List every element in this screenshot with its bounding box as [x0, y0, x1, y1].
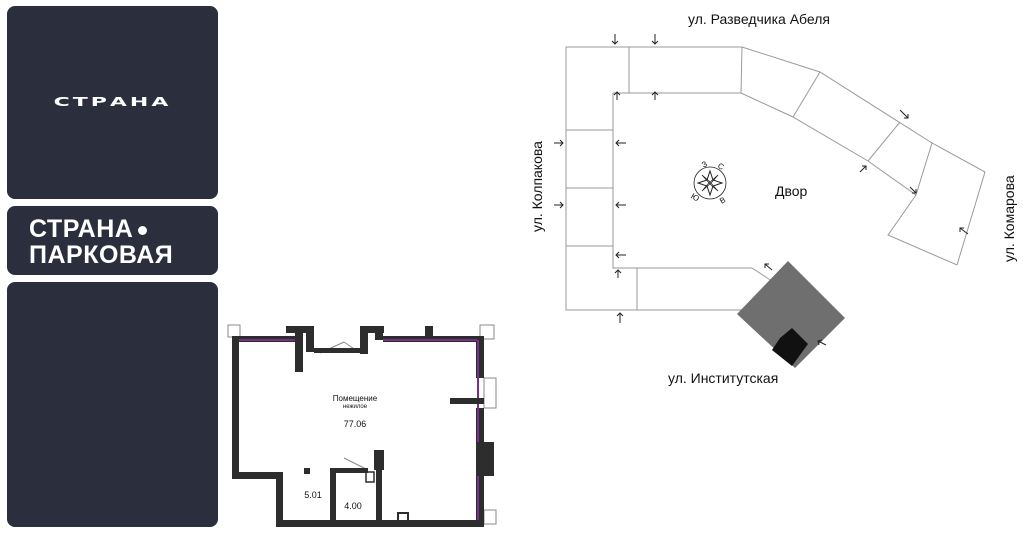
- room-subtitle: нежилое: [342, 404, 368, 410]
- street-bottom-label: ул. Институтская: [668, 370, 779, 386]
- room-title: Помещение: [332, 394, 378, 403]
- project-name-line1: СТРАНА: [29, 216, 148, 242]
- room-area: 77.06: [343, 419, 367, 429]
- blank-card: [7, 282, 218, 527]
- floor-plan: [227, 324, 497, 527]
- project-name-line2: ПАРКОВАЯ: [29, 241, 174, 269]
- street-top-label: ул. Разведчика Абеля: [688, 11, 830, 27]
- street-right-label: ул. Комарова: [1001, 175, 1017, 262]
- entrance-arrows: [554, 34, 969, 346]
- project-name-card: СТРАНА ПАРКОВАЯ: [7, 206, 218, 275]
- yard-label: Двор: [775, 183, 808, 199]
- dot-icon: [138, 225, 148, 235]
- area-small-2: 4.00: [344, 501, 362, 511]
- logo-card: СТРАНА: [7, 6, 218, 199]
- compass-icon: [693, 166, 727, 200]
- area-small-1: 5.01: [304, 490, 322, 500]
- brand-logo: СТРАНА: [53, 95, 172, 110]
- facade-highlight: [239, 339, 479, 520]
- selected-section: [772, 328, 808, 366]
- street-left-label: ул. Колпакова: [529, 141, 545, 232]
